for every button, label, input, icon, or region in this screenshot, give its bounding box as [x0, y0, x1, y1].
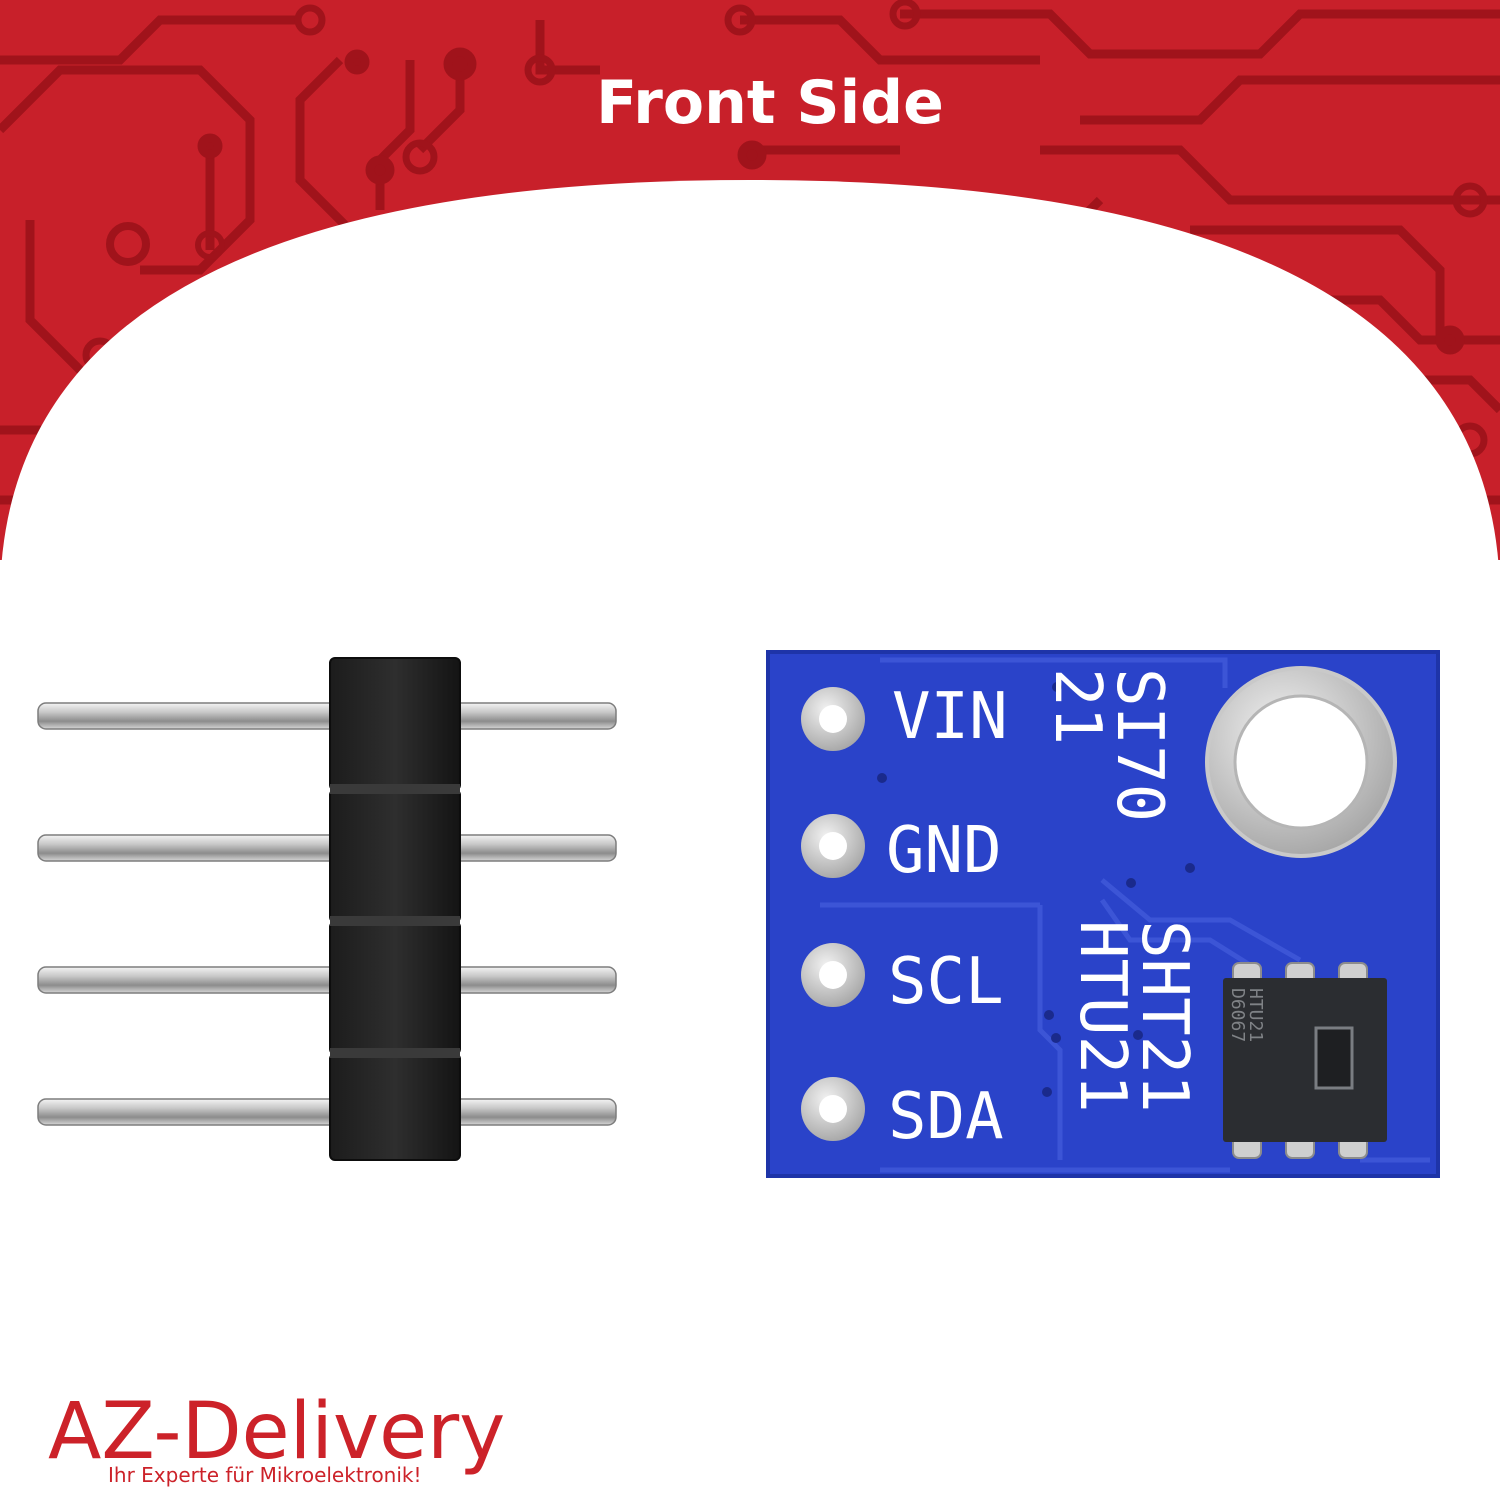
chip-name-si7021-line2: 21: [1040, 668, 1114, 745]
chip-marking-line2: D6067: [1227, 988, 1248, 1042]
header-block-segment: [329, 921, 461, 1055]
vias: [877, 682, 1195, 1097]
mounting-hole: [1205, 666, 1397, 858]
chip-name-si7021: SI70: [1102, 668, 1176, 822]
pcb-traces: [820, 657, 1430, 1173]
pin-label-sda: SDA: [888, 1080, 1004, 1154]
logo-tagline: Ihr Experte für Mikroelektronik!: [108, 1463, 422, 1487]
sensor-chip: HTU21 D6067: [1223, 962, 1387, 1159]
page-title: Front Side: [596, 68, 944, 138]
chip-name-sht21: SHT21: [1127, 920, 1201, 1113]
pin-label-scl: SCL: [888, 945, 1004, 1019]
chip-name-htu21: HTU21: [1065, 920, 1139, 1113]
pin-pads: [801, 687, 865, 1141]
header-block-segment: [329, 657, 461, 791]
header-pin: [37, 834, 617, 862]
header-pin: [37, 966, 617, 994]
header-block-segment: [329, 789, 461, 923]
pin-label-gnd: GND: [886, 814, 1002, 888]
header-pin: [37, 702, 617, 730]
sensor-board: VIN GND SCL SDA SI70 21 SHT21 HTU21: [766, 650, 1440, 1178]
az-delivery-logo: AZ-Delivery Ihr Experte für Mikroelektro…: [48, 1387, 505, 1487]
header-block-segment: [329, 1053, 461, 1161]
chip-marking-line1: HTU21: [1245, 988, 1266, 1042]
male-header-pin-strip: [37, 657, 617, 1161]
header-pin: [37, 1098, 617, 1126]
header-block-ridge: [330, 784, 460, 794]
pin-label-vin: VIN: [892, 680, 1008, 754]
header-block-ridge: [330, 916, 460, 926]
logo-wordmark: AZ-Delivery: [48, 1387, 505, 1477]
header-block-ridge: [330, 1048, 460, 1058]
